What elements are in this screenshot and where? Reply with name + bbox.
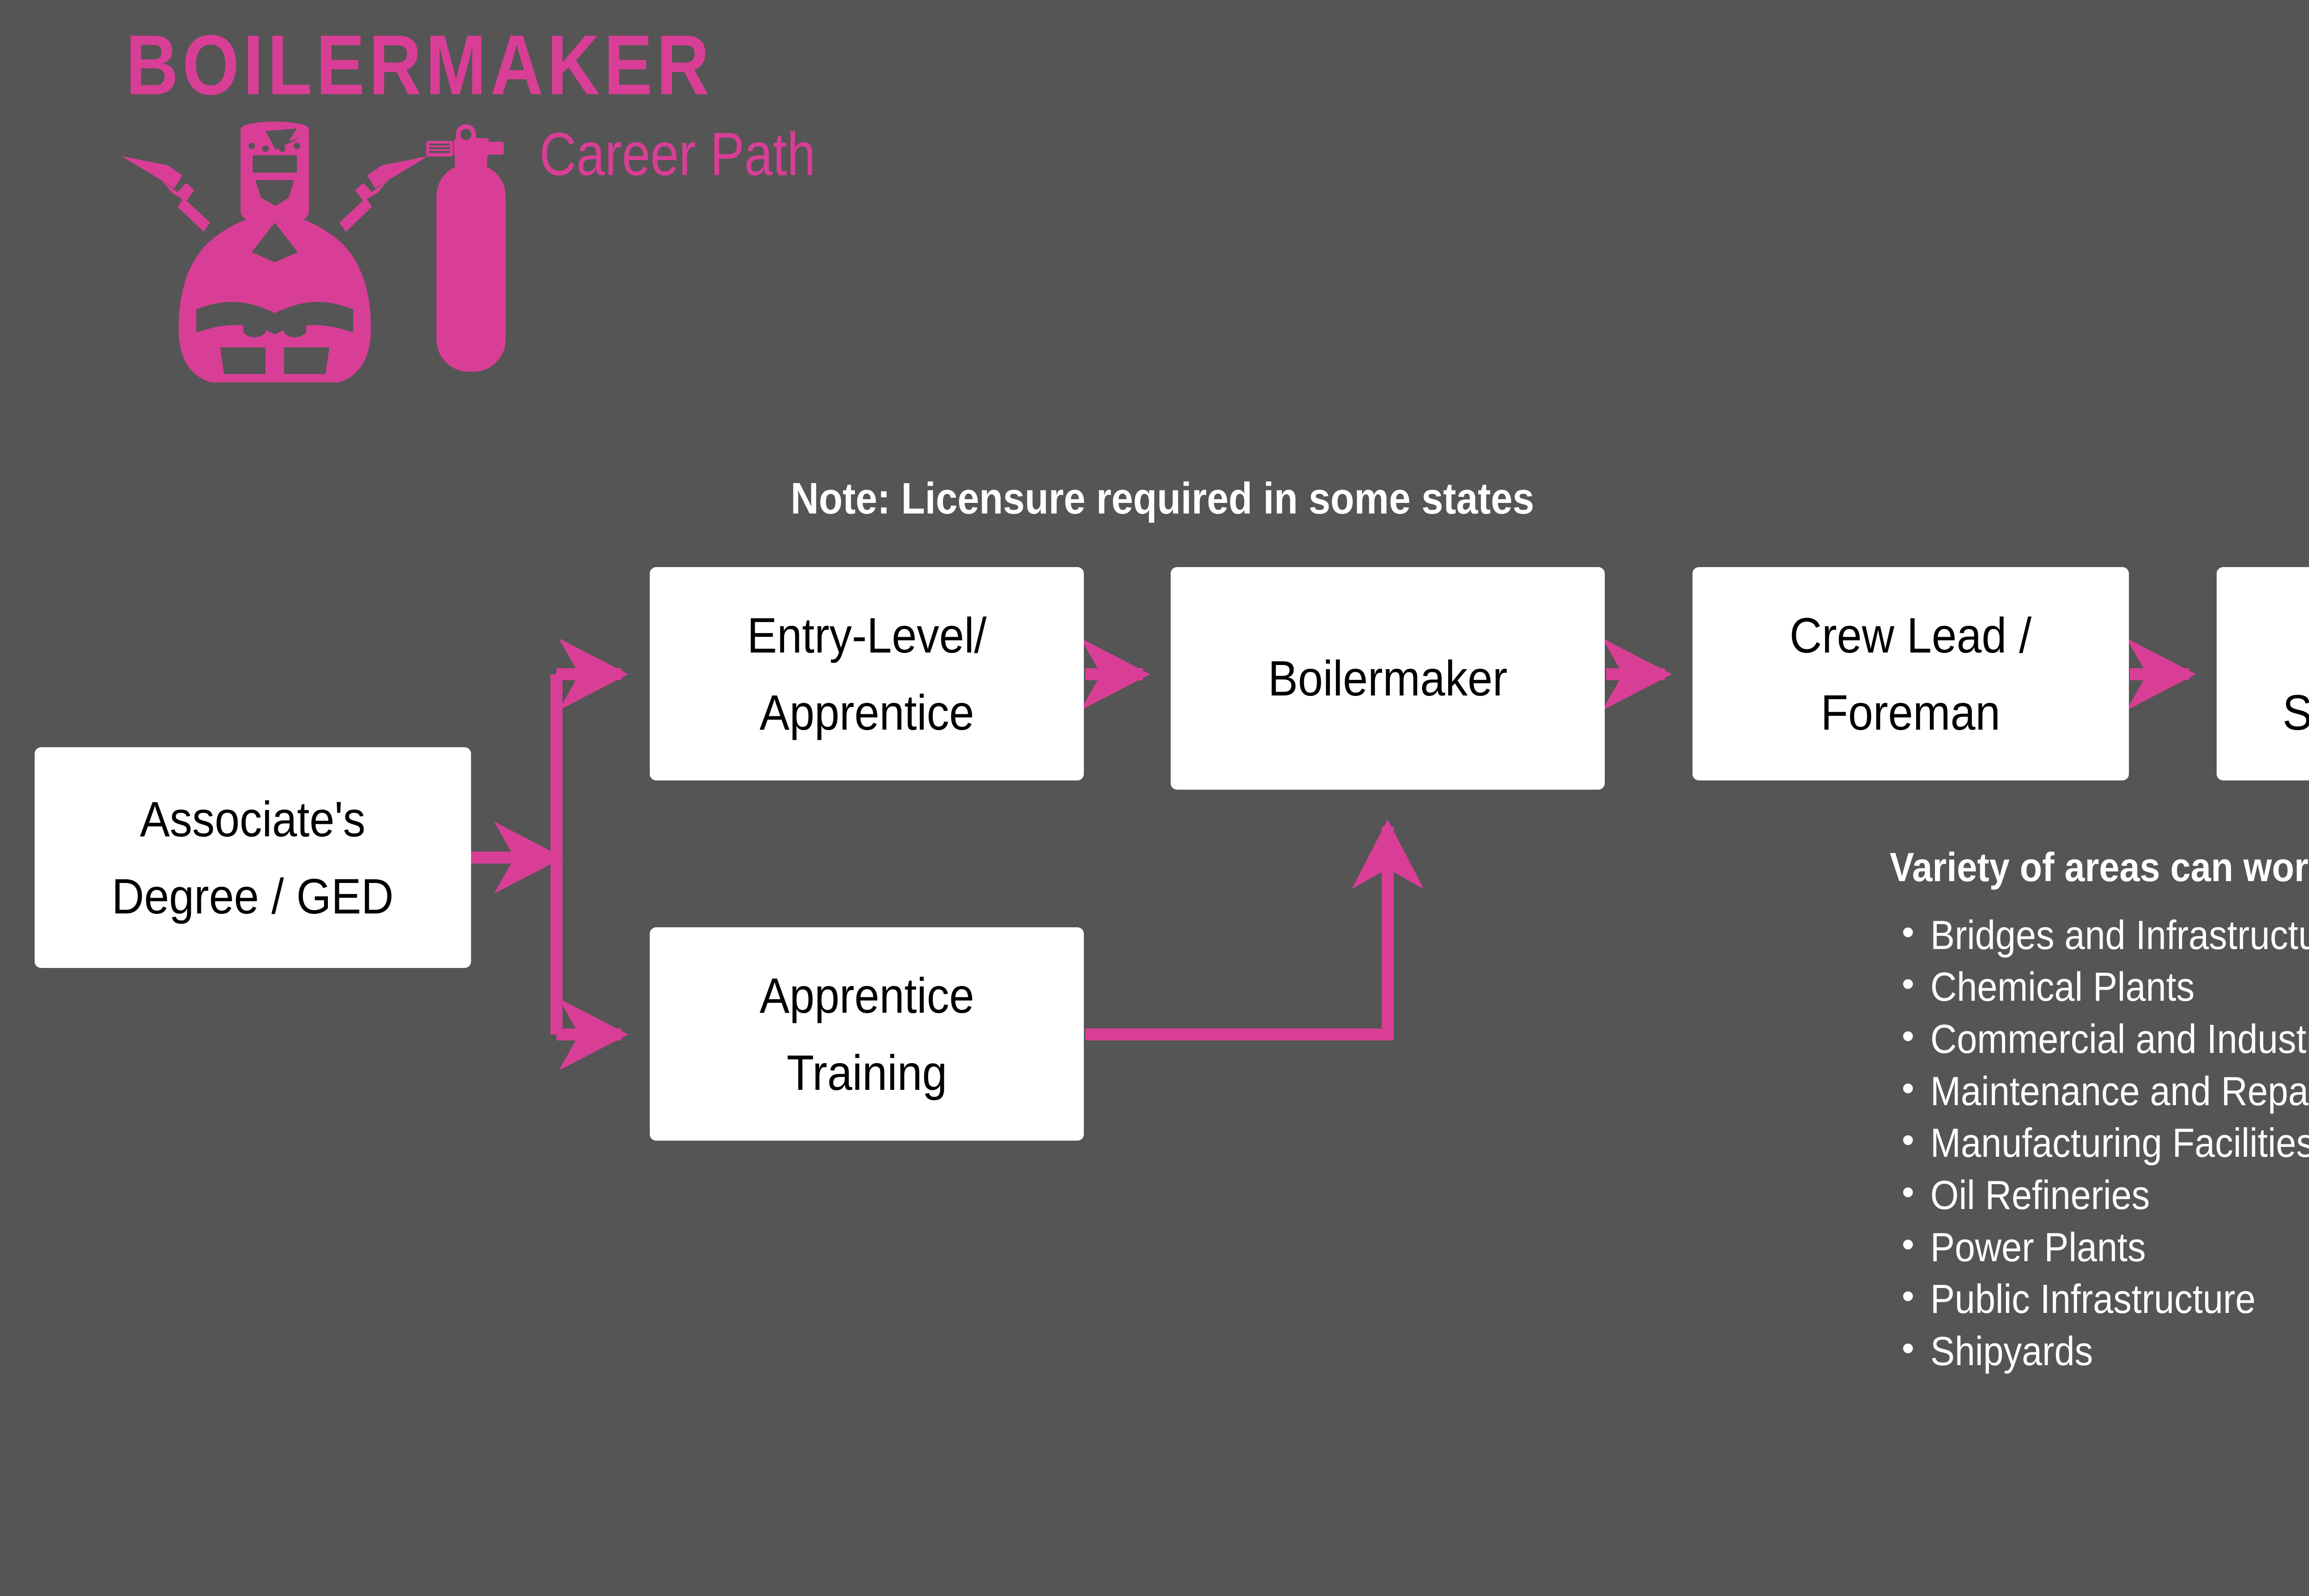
- work-areas-heading: Variety of areas can work at:: [1890, 844, 2309, 890]
- flow-box-line: Foreman: [1821, 684, 2001, 740]
- connector-apprentice-to-boilermaker: [1085, 819, 1424, 1040]
- flow-box-line: Training: [786, 1045, 947, 1100]
- flow-box-boilermaker[interactable]: Boilermaker: [1171, 567, 1605, 790]
- list-item: Commercial and Industrial Construction: [1890, 1013, 2309, 1065]
- list-item-label: Public Infrastructure: [1930, 1276, 2256, 1322]
- flow-box-line: Degree / GED: [112, 868, 394, 924]
- list-item: Public Infrastructure: [1890, 1273, 2309, 1325]
- list-item: Bridges and Infrastructure: [1890, 909, 2309, 961]
- flow-box-line: Associate's: [140, 791, 366, 847]
- list-item: Power Plants: [1890, 1221, 2309, 1274]
- flow-box-site-superintendent[interactable]: Site Superintendent: [2217, 567, 2309, 780]
- welder-with-torches-icon: [121, 121, 428, 382]
- licensure-note: Note: Licensure required in some states: [791, 474, 1535, 523]
- gas-cylinder-icon: [426, 124, 506, 372]
- flow-box-apprentice-training[interactable]: Apprentice Training: [650, 927, 1084, 1141]
- flow-box-crew-lead-foreman[interactable]: Crew Lead / Foreman: [1692, 567, 2129, 780]
- flow-box-associate-degree[interactable]: Associate's Degree / GED: [35, 747, 471, 968]
- work-areas-list: Bridges and Infrastructure Chemical Plan…: [1890, 909, 2309, 1378]
- list-item: Manufacturing Facilities: [1890, 1117, 2309, 1169]
- list-item-label: Shipyards: [1930, 1328, 2093, 1374]
- list-item: Oil Refineries: [1890, 1169, 2309, 1221]
- flow-box-entry-level-apprentice[interactable]: Entry-Level/ Apprentice: [650, 567, 1084, 780]
- flow-box-line: Apprentice: [759, 684, 974, 740]
- list-item-label: Commercial and Industrial Construction: [1930, 1016, 2309, 1062]
- list-item-label: Power Plants: [1930, 1224, 2146, 1270]
- flow-box-line: Crew Lead /: [1789, 607, 2032, 663]
- list-item-label: Bridges and Infrastructure: [1930, 912, 2309, 958]
- list-item-label: Maintenance and Repair Companies: [1930, 1068, 2309, 1114]
- flow-box-line: Apprentice: [759, 967, 974, 1023]
- page-subtitle: Career Path: [539, 120, 816, 188]
- flow-box-line: Site: [2283, 597, 2309, 674]
- work-areas-panel: Variety of areas can work at: Bridges an…: [1890, 845, 2309, 1377]
- flow-box-line: Entry-Level/: [747, 607, 987, 663]
- page-title: BOILERMAKER: [126, 17, 713, 112]
- list-item-label: Oil Refineries: [1930, 1172, 2150, 1218]
- list-item-label: Chemical Plants: [1930, 964, 2195, 1010]
- list-item-label: Manufacturing Facilities: [1930, 1120, 2309, 1166]
- list-item: Chemical Plants: [1890, 961, 2309, 1013]
- list-item: Maintenance and Repair Companies: [1890, 1065, 2309, 1118]
- flow-box-line: Boilermaker: [1268, 650, 1508, 707]
- flow-box-line: Superintendent: [2283, 674, 2309, 751]
- list-item: Shipyards: [1890, 1325, 2309, 1378]
